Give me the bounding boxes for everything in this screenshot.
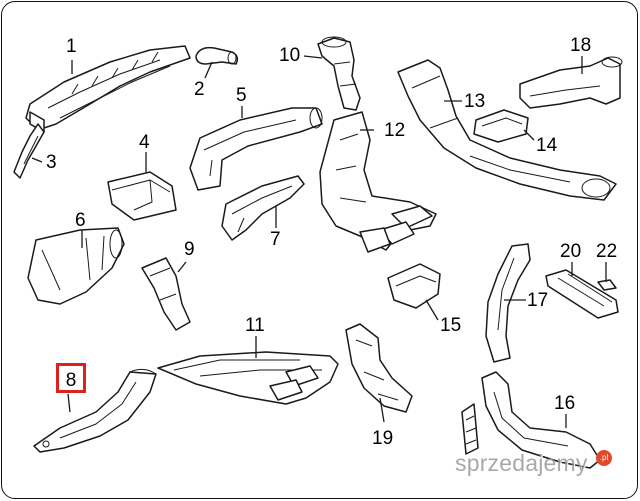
callout-22: 22 bbox=[596, 241, 618, 262]
callout-19: 19 bbox=[372, 428, 394, 449]
callout-5: 5 bbox=[236, 85, 247, 106]
part-13-outline bbox=[397, 59, 617, 201]
part-16-outline bbox=[481, 371, 601, 469]
watermark-badge: .pl bbox=[596, 450, 612, 466]
callout-7: 7 bbox=[270, 229, 281, 250]
part-17-outline bbox=[485, 243, 531, 363]
callout-16: 16 bbox=[554, 393, 576, 414]
callout-3: 3 bbox=[46, 152, 57, 173]
callout-9: 9 bbox=[184, 239, 195, 260]
part-15-outline bbox=[387, 263, 441, 309]
part-14-outline bbox=[473, 109, 529, 143]
part-1-outline bbox=[25, 45, 191, 133]
callout-18: 18 bbox=[570, 35, 592, 56]
callout-11: 11 bbox=[245, 315, 265, 336]
callout-6: 6 bbox=[75, 210, 86, 231]
callout-1: 1 bbox=[66, 36, 77, 57]
part-4-outline bbox=[107, 171, 177, 221]
callout-8: 8 bbox=[65, 370, 77, 391]
callout-14: 14 bbox=[536, 135, 558, 156]
part-5-outline bbox=[189, 107, 323, 191]
part-21-outline bbox=[461, 403, 479, 455]
leader-lines bbox=[31, 55, 607, 428]
callout-20: 20 bbox=[560, 241, 582, 262]
callout-13: 13 bbox=[464, 91, 486, 112]
part-8-outline bbox=[33, 368, 157, 453]
part-2-outline bbox=[195, 46, 239, 65]
part-18-outline bbox=[519, 56, 623, 109]
callout-10: 10 bbox=[279, 45, 301, 66]
part-11-outline bbox=[157, 351, 339, 405]
part-6-outline bbox=[27, 227, 125, 305]
callout-8-highlight-box: 8 bbox=[56, 363, 86, 393]
callout-2: 2 bbox=[194, 79, 205, 100]
callout-12: 12 bbox=[384, 120, 406, 141]
callout-17: 17 bbox=[527, 290, 549, 311]
part-7-outline bbox=[221, 175, 305, 241]
part-12-outline bbox=[319, 111, 437, 253]
part-3-outline bbox=[13, 123, 45, 179]
part-9-outline bbox=[141, 257, 191, 331]
callout-15: 15 bbox=[440, 315, 462, 336]
part-20-outline bbox=[545, 269, 619, 319]
part-22-outline bbox=[597, 279, 617, 291]
part-10-outline bbox=[317, 36, 361, 111]
part-19-outline bbox=[345, 323, 413, 413]
watermark-text: sprzedajemy bbox=[455, 450, 588, 476]
callout-4: 4 bbox=[139, 132, 150, 153]
